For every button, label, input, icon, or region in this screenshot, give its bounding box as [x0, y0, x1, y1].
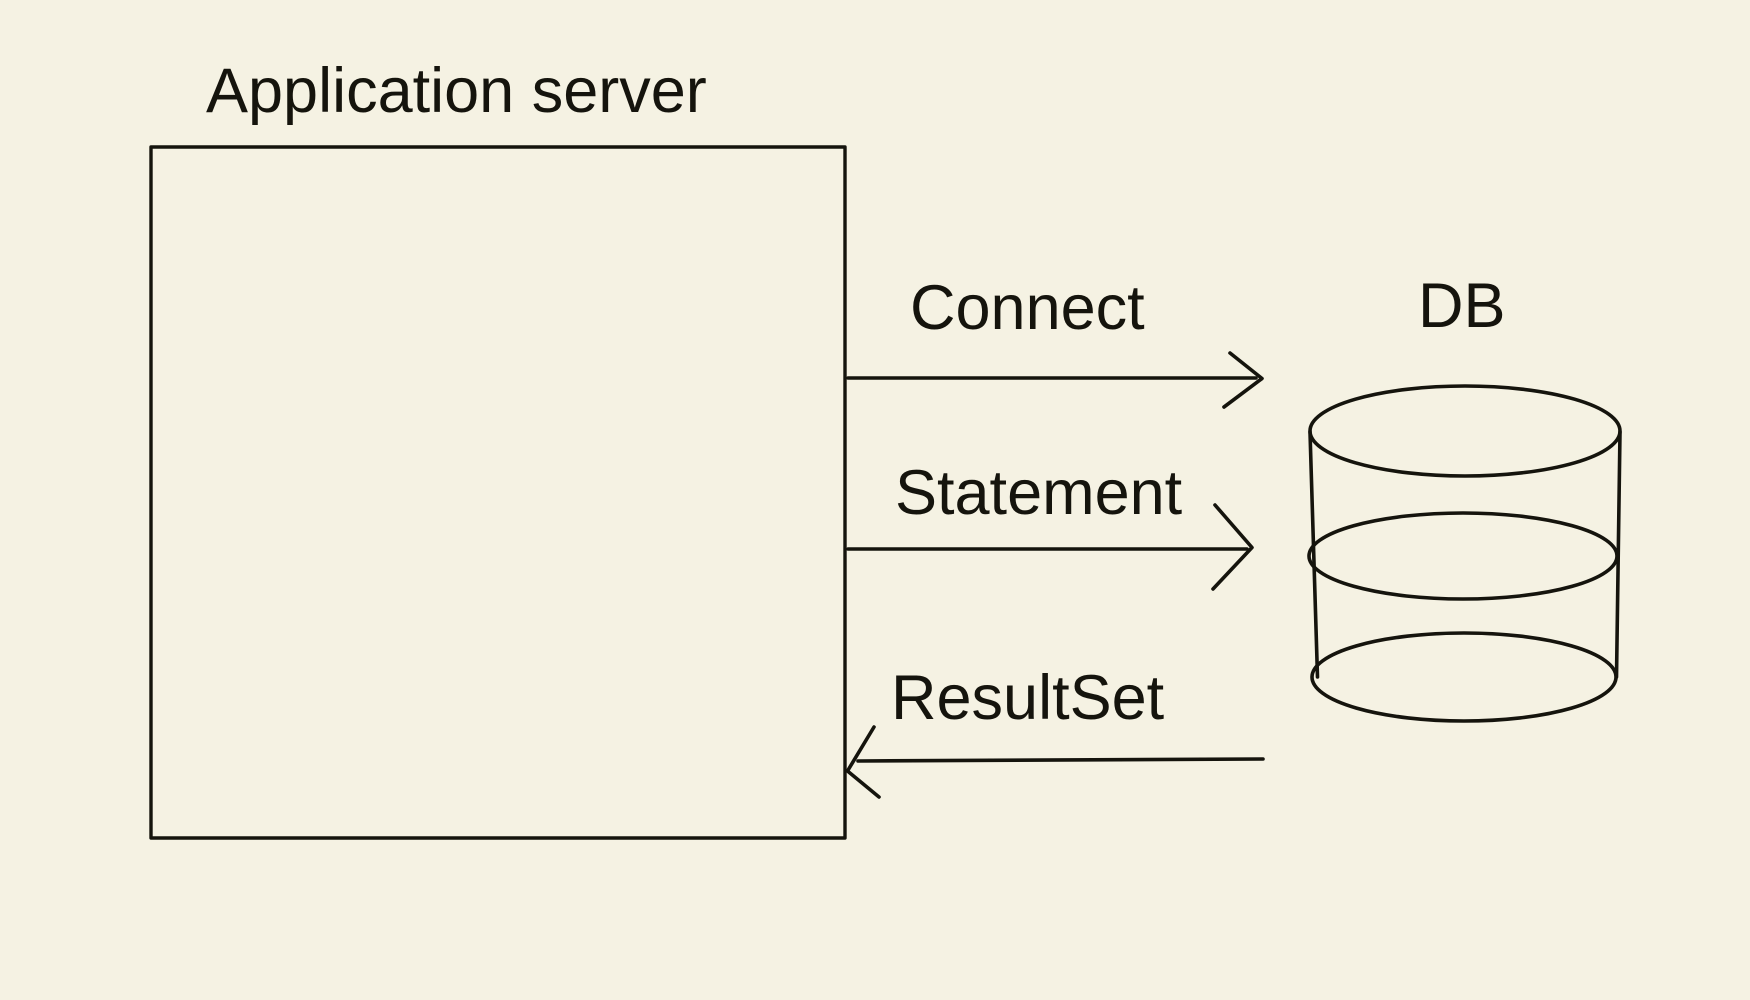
- connect-arrow: [846, 351, 1264, 409]
- db-cylinder-left-side: [1308, 430, 1320, 679]
- db-label: DB: [1418, 271, 1506, 341]
- db-cylinder-top-ellipse: [1308, 384, 1622, 478]
- db-cylinder-middle-ellipse: [1307, 511, 1619, 601]
- statement-label: Statement: [895, 458, 1183, 528]
- connect-label: Connect: [910, 273, 1145, 343]
- db-cylinder-bottom-ellipse: [1310, 631, 1618, 723]
- resultset-arrow: [845, 725, 1265, 799]
- resultset-arrow-line: [856, 757, 1265, 763]
- application-server-box: [149, 145, 847, 840]
- application-server-label: Application server: [206, 56, 707, 126]
- resultset-label: ResultSet: [891, 663, 1165, 733]
- db-cylinder-right-side: [1614, 430, 1622, 679]
- statement-arrowhead-icon: [1211, 503, 1254, 591]
- resultset-arrowhead-icon: [845, 725, 881, 799]
- statement-arrow: [846, 503, 1254, 591]
- db-cylinder-icon: [1307, 384, 1622, 723]
- connect-arrowhead-icon: [1222, 351, 1264, 409]
